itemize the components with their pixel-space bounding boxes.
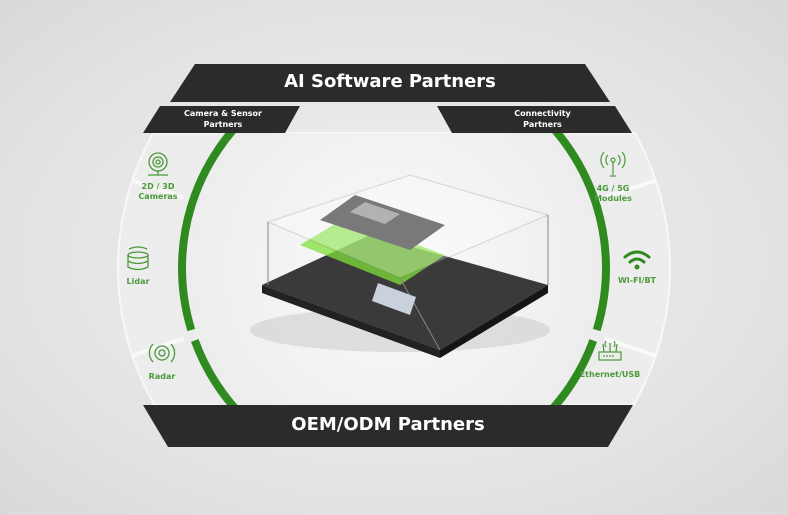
segment-label: Radar <box>148 372 176 381</box>
green-arc <box>186 133 236 211</box>
radar-icon <box>148 343 176 363</box>
camera-sensor-banner <box>143 106 300 133</box>
segment-4g-5g: 4G / 5G Modules <box>573 150 653 204</box>
lidar-icon <box>127 246 149 271</box>
webcam-icon <box>148 152 168 176</box>
segment-divider <box>603 178 657 200</box>
wifi-icon <box>623 250 651 270</box>
segment-label: Lidar <box>126 277 150 286</box>
segment-cameras: 2D / 3D Cameras <box>118 150 198 202</box>
connectivity-title: Connectivity Partners <box>514 109 571 129</box>
jetson-module-illustration <box>250 174 550 358</box>
segment-label: WI-FI/BT <box>617 276 657 285</box>
green-arc <box>592 204 610 332</box>
oem-odm-banner <box>143 405 633 447</box>
green-arc <box>552 133 602 211</box>
segment-label: 4G / 5G Modules <box>594 184 632 203</box>
green-arc <box>550 339 597 405</box>
connectivity-banner <box>437 106 632 133</box>
oem-odm-title: OEM/ODM Partners <box>291 414 485 435</box>
segment-wifi-bt: WI-FI/BT <box>597 248 677 286</box>
segment-radar: Radar <box>122 338 202 382</box>
router-icon <box>598 340 622 361</box>
segment-label: Ethernet/USB <box>579 370 641 379</box>
ai-software-banner <box>170 64 610 102</box>
segment-ethernet-usb: Ethernet/USB <box>570 338 650 380</box>
green-arc <box>191 339 238 405</box>
antenna-icon <box>600 151 626 177</box>
green-arc <box>178 204 196 332</box>
segment-divider <box>131 178 185 200</box>
ai-software-title: AI Software Partners <box>284 71 496 92</box>
segment-divider <box>603 336 657 358</box>
segment-label: 2D / 3D Cameras <box>138 182 178 201</box>
camera-sensor-title: Camera & Sensor Partners <box>183 109 262 129</box>
segment-lidar: Lidar <box>98 245 178 287</box>
